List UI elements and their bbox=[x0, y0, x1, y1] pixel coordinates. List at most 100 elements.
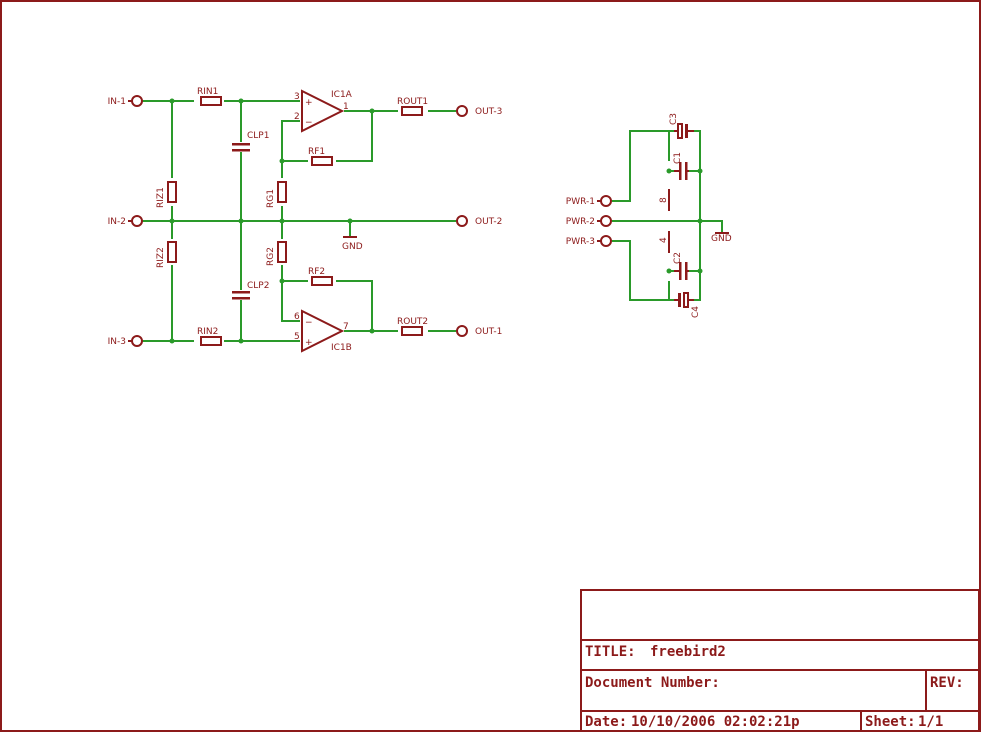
connector-pad[interactable] bbox=[600, 235, 612, 247]
part-label: RIZ1 bbox=[156, 187, 166, 208]
plus-sign: + bbox=[305, 338, 313, 348]
port-label: IN-1 bbox=[108, 97, 126, 107]
resistor-rin2[interactable]: RIN2 bbox=[197, 327, 222, 346]
resistor-riz2[interactable]: RIZ2 bbox=[156, 241, 177, 268]
junction-dot bbox=[238, 98, 244, 104]
pin-number: 4 bbox=[659, 237, 669, 243]
port-label: PWR-1 bbox=[566, 197, 595, 207]
ic1-power-pins: 8 4 bbox=[659, 189, 670, 253]
resistor-rin1[interactable]: RIN1 bbox=[197, 87, 222, 106]
pin-number: 3 bbox=[294, 92, 300, 102]
part-label: CLP1 bbox=[247, 131, 269, 141]
junction-dot bbox=[169, 98, 175, 104]
resistor-rg2[interactable]: RG2 bbox=[266, 241, 287, 266]
opamp-ic1a[interactable]: + − 3 2 1 IC1A bbox=[294, 89, 353, 133]
part-label: RIN1 bbox=[197, 87, 218, 97]
pin-number: 2 bbox=[294, 112, 300, 122]
port-label: PWR-2 bbox=[566, 217, 595, 227]
part-label: C3 bbox=[669, 113, 679, 125]
resistor-riz1[interactable]: RIZ1 bbox=[156, 181, 177, 208]
port-label: OUT-1 bbox=[475, 327, 502, 337]
pin-number: 1 bbox=[343, 102, 349, 112]
capacitor-c1[interactable]: C1 bbox=[673, 152, 689, 180]
part-label: RIN2 bbox=[197, 327, 218, 337]
port-pwr-1[interactable]: PWR-1 bbox=[566, 195, 612, 207]
part-label: C2 bbox=[673, 252, 683, 264]
capacitor-clp2[interactable]: CLP2 bbox=[232, 281, 269, 300]
junction-dot bbox=[169, 338, 175, 344]
part-label: GND bbox=[342, 242, 363, 252]
connector-pad[interactable] bbox=[131, 335, 143, 347]
part-label: RIZ2 bbox=[156, 247, 166, 268]
junction-dot bbox=[666, 268, 672, 274]
port-in-3[interactable]: IN-3 bbox=[108, 335, 143, 347]
plus-sign: + bbox=[305, 98, 313, 108]
junction-dot bbox=[279, 218, 285, 224]
connector-pad[interactable] bbox=[456, 325, 468, 337]
pin-number: 8 bbox=[659, 197, 669, 203]
resistor-rout1[interactable]: ROUT1 bbox=[397, 97, 428, 116]
capacitor-c4[interactable]: C4 bbox=[674, 292, 701, 318]
port-out-1[interactable]: OUT-1 bbox=[456, 325, 502, 337]
title-block: TITLE: freebird2 Document Number: REV: D… bbox=[580, 589, 980, 732]
pin-number: 7 bbox=[343, 322, 349, 332]
resistor-rout2[interactable]: ROUT2 bbox=[397, 317, 428, 336]
port-out-3[interactable]: OUT-3 bbox=[456, 105, 502, 117]
junctions bbox=[169, 98, 703, 344]
port-label: IN-2 bbox=[108, 217, 126, 227]
junction-dot bbox=[369, 108, 375, 114]
wires bbox=[142, 100, 723, 342]
connector-pad[interactable] bbox=[131, 95, 143, 107]
junction-dot bbox=[169, 218, 175, 224]
minus-sign: − bbox=[305, 318, 313, 328]
resistor-rf1[interactable]: RF1 bbox=[308, 147, 333, 166]
part-label: RF2 bbox=[308, 267, 325, 277]
part-label: ROUT2 bbox=[397, 317, 428, 327]
title-label: TITLE: bbox=[585, 644, 636, 660]
opamp-ic1b[interactable]: − + 6 5 7 IC1B bbox=[294, 309, 352, 353]
revision-label: REV: bbox=[930, 675, 964, 691]
part-label: RG1 bbox=[266, 189, 276, 208]
junction-dot bbox=[279, 158, 285, 164]
resistor-rg1[interactable]: RG1 bbox=[266, 181, 287, 208]
port-label: IN-3 bbox=[108, 337, 126, 347]
connector-pad[interactable] bbox=[456, 105, 468, 117]
port-in-2[interactable]: IN-2 bbox=[108, 215, 143, 227]
capacitor-c3[interactable]: C3 bbox=[669, 113, 694, 139]
junction-dot bbox=[238, 338, 244, 344]
part-label: IC1B bbox=[331, 343, 352, 353]
capacitor-clp1[interactable]: CLP1 bbox=[232, 131, 269, 152]
resistor-rf2[interactable]: RF2 bbox=[308, 267, 333, 286]
junction-dot bbox=[347, 218, 353, 224]
port-pwr-2[interactable]: PWR-2 bbox=[566, 215, 612, 227]
port-pwr-3[interactable]: PWR-3 bbox=[566, 235, 612, 247]
part-label: IC1A bbox=[331, 90, 353, 100]
port-out-2[interactable]: OUT-2 bbox=[456, 215, 502, 227]
capacitor-c2[interactable]: C2 bbox=[673, 252, 689, 280]
junction-dot bbox=[666, 168, 672, 174]
document-number-label: Document Number: bbox=[585, 675, 720, 691]
junction-dot bbox=[697, 268, 703, 274]
date-label: Date: bbox=[585, 714, 627, 730]
junction-dot bbox=[369, 328, 375, 334]
part-label: GND bbox=[711, 234, 732, 244]
part-label: RF1 bbox=[308, 147, 325, 157]
title-value: freebird2 bbox=[650, 644, 726, 660]
connector-pad[interactable] bbox=[600, 215, 612, 227]
port-label: OUT-2 bbox=[475, 217, 502, 227]
connector-pad[interactable] bbox=[456, 215, 468, 227]
sheet-label: Sheet: bbox=[865, 714, 916, 730]
connector-pad[interactable] bbox=[131, 215, 143, 227]
pin-number: 5 bbox=[294, 332, 300, 342]
port-label: OUT-3 bbox=[475, 107, 502, 117]
part-label: C4 bbox=[691, 306, 701, 318]
part-label: RG2 bbox=[266, 247, 276, 266]
connector-pad[interactable] bbox=[600, 195, 612, 207]
junction-dot bbox=[238, 218, 244, 224]
port-in-1[interactable]: IN-1 bbox=[108, 95, 143, 107]
part-label: CLP2 bbox=[247, 281, 269, 291]
sheet-value: 1/1 bbox=[918, 714, 943, 730]
date-value: 10/10/2006 02:02:21p bbox=[631, 714, 800, 730]
